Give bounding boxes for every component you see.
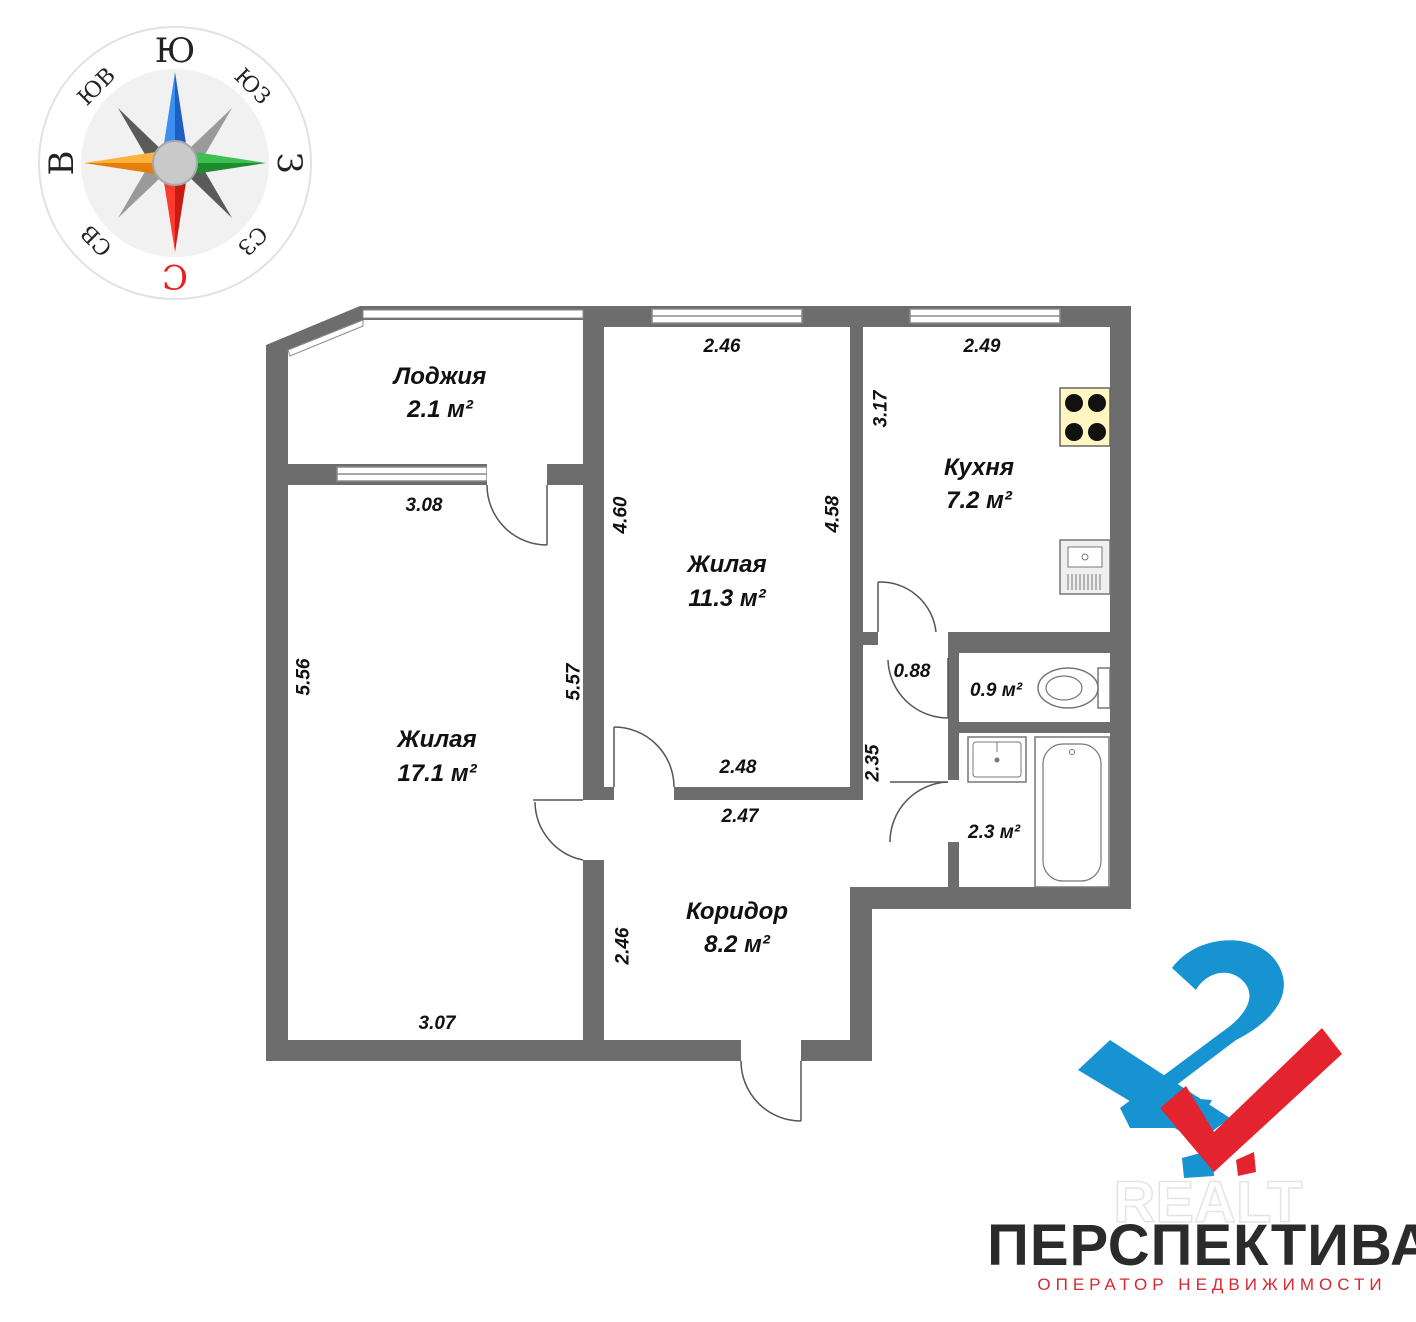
- room-corridor: Коридор 8.2 м²: [686, 898, 788, 958]
- room-area-corridor: 8.2 м²: [704, 931, 771, 958]
- compass-label-south: Ю: [155, 31, 196, 71]
- dim-living-small-bottom: 2.48: [719, 757, 757, 778]
- washbasin-icon: [967, 736, 1027, 783]
- door-kitchen: [877, 581, 937, 633]
- brand-tagline: ОПЕРАТОР НЕДВИЖИМОСТИ: [1037, 1275, 1386, 1294]
- kitchen-sink-icon: [1059, 539, 1111, 595]
- logo-red-small: [1236, 1152, 1256, 1176]
- door-large-living: [533, 799, 584, 861]
- room-area-living-large: 17.1 м²: [397, 760, 477, 787]
- door-loggia: [486, 484, 548, 546]
- dim-living-small-left: 4.60: [611, 496, 632, 534]
- doors: [486, 484, 949, 1122]
- dim-living-large-top: 3.08: [406, 495, 443, 516]
- compass-label-east: В: [42, 151, 82, 176]
- compass-label-west: З: [269, 152, 309, 173]
- stove-icon: [1059, 387, 1111, 447]
- windows: [287, 308, 1061, 482]
- room-area-living-small: 11.3 м²: [688, 585, 766, 612]
- room-name-living-small: Жилая: [685, 551, 766, 578]
- room-name-loggia: Лоджия: [392, 363, 486, 390]
- dim-corridor-top: 2.47: [721, 806, 760, 827]
- brand-name: ПЕРСПЕКТИВА: [987, 1213, 1416, 1278]
- room-area-bathroom: 2.3 м²: [967, 822, 1021, 843]
- dimension-labels: 2.46 2.49 3.17 3.08 4.60 4.58 5.56 5.57 …: [294, 336, 1001, 1034]
- dim-hall-right: 2.35: [863, 744, 884, 782]
- room-loggia: Лоджия 2.1 м²: [392, 363, 486, 423]
- brand-logo: REALT ПЕРСПЕКТИВА ОПЕРАТОР НЕДВИЖИМОСТИ: [987, 940, 1416, 1294]
- dim-hall-small: 0.88: [894, 661, 931, 682]
- door-bathroom: [889, 781, 949, 843]
- room-name-corridor: Коридор: [686, 898, 788, 925]
- dim-kitchen-top: 2.49: [963, 336, 1001, 357]
- dim-living-small-right: 4.58: [823, 495, 844, 533]
- room-name-living-large: Жилая: [395, 726, 476, 753]
- logo-red-check: [1160, 1028, 1342, 1172]
- room-kitchen: Кухня 7.2 м²: [944, 454, 1014, 514]
- door-openings: [487, 464, 959, 1061]
- door-small-living: [613, 726, 675, 788]
- room-name-kitchen: Кухня: [944, 454, 1014, 481]
- room-living-large: Жилая 17.1 м²: [395, 726, 477, 787]
- compass-label-north: С: [162, 256, 188, 296]
- dim-living-large-right: 5.57: [564, 662, 585, 700]
- brand-watermark: REALT: [1113, 1170, 1302, 1235]
- room-area-kitchen: 7.2 м²: [946, 487, 1013, 514]
- toilet-icon: [1037, 667, 1111, 709]
- dim-living-small-top: 2.46: [703, 336, 741, 357]
- dim-corridor-left: 2.46: [613, 927, 634, 965]
- room-area-toilet: 0.9 м²: [970, 680, 1023, 701]
- room-living-small: Жилая 11.3 м²: [685, 551, 766, 612]
- room-area-loggia: 2.1 м²: [406, 396, 474, 423]
- door-entrance: [740, 1060, 802, 1122]
- dim-living-large-bottom: 3.07: [419, 1013, 457, 1034]
- door-toilet: [887, 658, 949, 719]
- dim-kitchen-left: 3.17: [871, 389, 892, 427]
- bathtub-icon: [1034, 736, 1110, 888]
- compass-rose: Ю З С В ЮВ ЮЗ СЗ СВ: [38, 26, 312, 300]
- dim-living-large-left: 5.56: [294, 658, 315, 695]
